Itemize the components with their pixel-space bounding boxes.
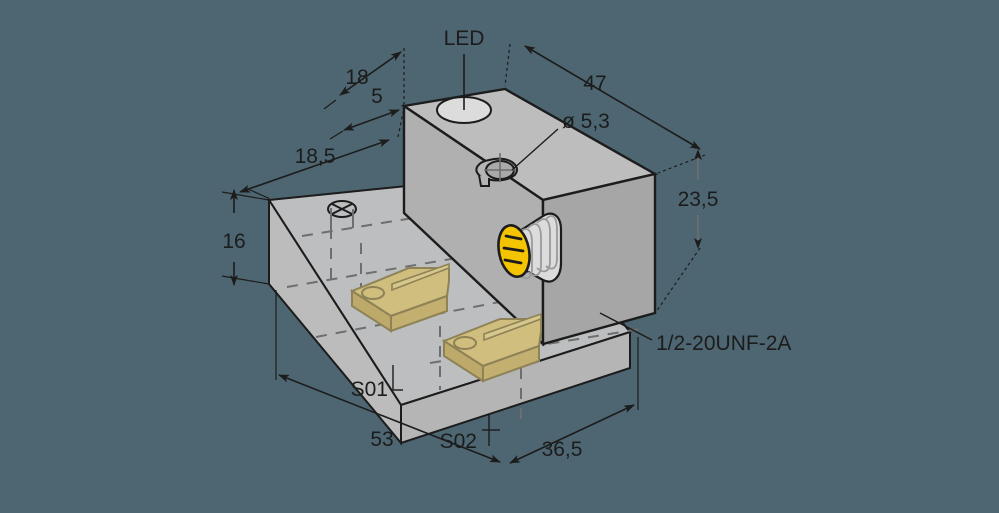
callout-led-label: LED (444, 27, 485, 50)
dimension-23-5: 23,5 (655, 149, 719, 313)
mounting-slot-feature (475, 153, 518, 187)
callout-diameter-label: ø 5,3 (562, 110, 610, 133)
callout-thread-label: 1/2-20UNF-2A (656, 332, 791, 355)
marker-s02-label: S02 (440, 430, 477, 453)
dimension-36-5: 36,5 (509, 337, 639, 464)
callout-diameter: ø 5,3 (511, 110, 610, 171)
dimension-16: 16 (221, 189, 270, 286)
marker-s01: S01 (351, 365, 403, 401)
sensor-body-right-face (541, 172, 657, 346)
dimension-36-5-label: 36,5 (542, 438, 583, 461)
callout-thread: 1/2-20UNF-2A (599, 312, 791, 355)
connector-assembly (497, 212, 563, 283)
marker-s01-label: S01 (351, 378, 388, 401)
sensing-target-1 (349, 262, 450, 333)
connector-pins (502, 234, 525, 265)
dimension-16-label: 16 (222, 230, 245, 253)
dimension-5-label: 5 (371, 85, 383, 108)
dimension-18-label: 18 (345, 66, 368, 89)
dimension-23-5-label: 23,5 (678, 188, 719, 211)
center-mark-icon (327, 200, 357, 228)
connector-threads (518, 215, 558, 280)
dimension-53-label: 53 (370, 428, 393, 451)
dimension-18-5: 18,5 (239, 107, 405, 199)
dimension-18-5-label: 18,5 (295, 145, 336, 168)
callout-led: LED (444, 27, 485, 110)
sensing-target-2 (441, 312, 542, 383)
dimension-47-label: 47 (583, 72, 606, 95)
dimension-5: 5 (329, 85, 400, 140)
marker-s02: S02 (440, 415, 500, 453)
dimension-18: 18 (323, 48, 405, 110)
dimension-53: 53 (275, 290, 501, 463)
